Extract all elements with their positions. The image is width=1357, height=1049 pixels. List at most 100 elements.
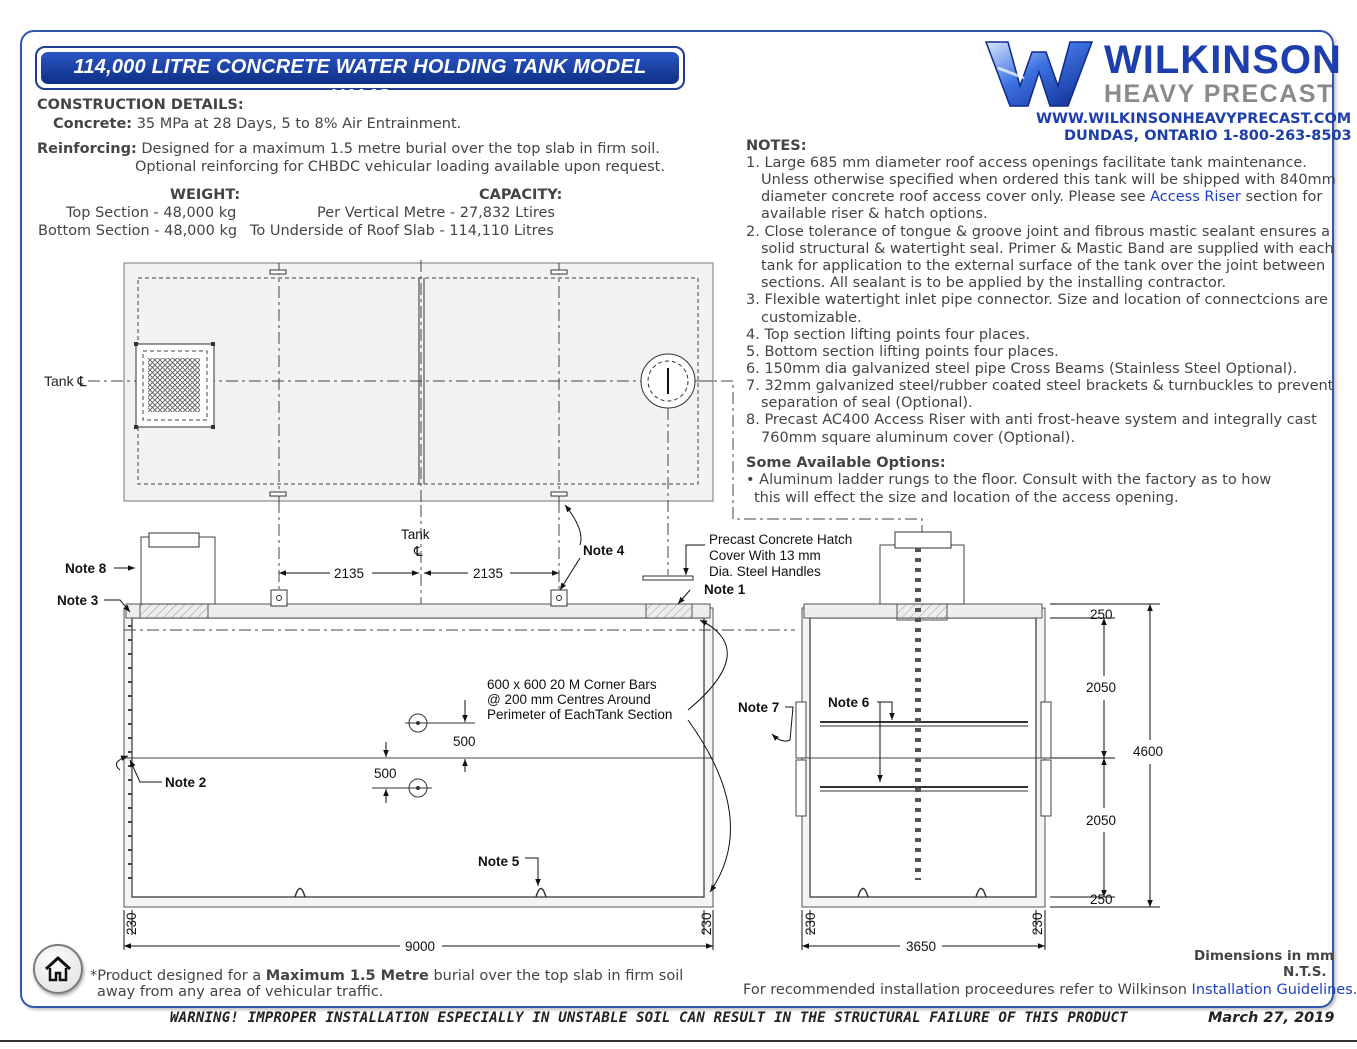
dim-250-bottom: 250 [1090,892,1113,907]
weight-heading: WEIGHT: [170,187,241,203]
note-1-line4: available riser & hatch options. [761,206,988,222]
note-2-label: Note 2 [165,775,206,790]
leader-lines [104,504,895,893]
dim-230-elev-right: 230 [699,912,714,935]
corner-bars-line1: 600 x 600 20 M Corner Bars [487,677,657,692]
corner-bars-line2: @ 200 mm Centres Around [487,692,651,707]
dim-500-upper: 500 [453,734,476,749]
dimension-lines [123,570,1160,950]
tank-cl-label: Tank ℄ [44,373,86,389]
drawing-date: March 27, 2019 [1208,1010,1335,1026]
note-7-line1: 7. 32mm galvanized steel/rubber coated s… [746,378,1334,394]
note-4: 4. Top section lifting points four place… [746,327,1031,343]
product-note-line2: away from any area of vehicular traffic. [97,984,384,1000]
dim-9000: 9000 [405,939,435,954]
bottom-rule [0,1040,1357,1042]
dim-230-sect-left: 230 [803,912,818,935]
note-1-line3a: diameter concrete roof access cover only… [761,189,1151,205]
dimensions-note: Dimensions in mm [1194,948,1335,964]
section-view [795,531,1052,908]
note-2-line1: 2. Close tolerance of tongue & groove jo… [746,224,1331,240]
concrete-value: 35 MPa at 28 Days, 5 to 8% Air Entrainme… [136,116,462,132]
note-3-label: Note 3 [57,593,99,608]
note-7-line2: separation of seal (Optional). [761,395,973,411]
product-note-a: *Product designed for a [90,968,266,984]
note-4-label: Note 4 [583,543,625,558]
note-8-line1: 8. Precast AC400 Access Riser with anti … [746,412,1317,428]
note-1-line3b: section for [1240,189,1323,205]
options-line1: • Aluminum ladder rungs to the floor. Co… [746,472,1272,488]
note-8-line2: 760mm square aluminum cover (Optional). [761,430,1076,446]
options-line2: this will effect the size and location o… [754,490,1179,506]
dim-2050-upper: 2050 [1086,680,1116,695]
note-3-line2: customizable. [761,310,862,326]
brand-address: DUNDAS, ONTARIO 1-800-263-8503 [1064,128,1352,144]
home-button[interactable] [33,944,83,994]
brand-subname: HEAVY PRECAST [1104,80,1334,108]
page-frame [20,30,1334,1008]
weight-top: Top Section - 48,000 kg [66,205,237,221]
note-2-line3: tank for application to the external sur… [761,258,1326,274]
note-2-line2: solid structural & watertight seal. Prim… [761,241,1334,257]
note-1-label: Note 1 [704,582,746,597]
note-5-label: Note 5 [478,854,520,869]
install-text-end: . [1352,982,1357,998]
note-1-line1: 1. Large 685 mm diameter roof access ope… [746,155,1307,171]
hatch-label-line3: Dia. Steel Handles [709,564,821,579]
capacity-underside: To Underside of Roof Slab - 114,110 Litr… [250,223,554,239]
reinforcing-label: Reinforcing: [37,141,137,157]
dim-2050-lower: 2050 [1086,813,1116,828]
concrete-label: Concrete: [53,116,133,132]
page-title: 114,000 LITRE CONCRETE WATER HOLDING TAN… [41,52,679,108]
title-banner: 114,000 LITRE CONCRETE WATER HOLDING TAN… [35,46,685,108]
reinforcing-line2: Optional reinforcing for CHBDC vehicular… [135,159,665,175]
note-3-line1: 3. Flexible watertight inlet pipe connec… [746,292,1328,308]
dim-2135-left: 2135 [334,566,364,581]
centerline-symbol: ℄ [413,544,423,559]
plan-view [88,260,714,505]
capacity-per-metre: Per Vertical Metre - 27,832 Ltires [317,205,555,221]
reinforcing-spec: Reinforcing: Designed for a maximum 1.5 … [37,140,660,158]
dim-3650: 3650 [906,939,936,954]
nts-note: N.T.S. [1283,964,1327,980]
install-text: For recommended installation proceedures… [743,982,1192,998]
dim-500-lower: 500 [374,766,397,781]
wilkinson-logo-icon [984,41,1094,107]
dim-230-elev-left: 230 [124,912,139,935]
hatch-label-line2: Cover With 13 mm [709,548,821,563]
construction-heading: CONSTRUCTION DETAILS: [37,97,244,113]
notes-heading: NOTES: [746,138,807,154]
elevation-view [123,532,795,908]
corner-bars-line3: Perimeter of EachTank Section [487,707,672,722]
access-riser-link[interactable]: Access Riser [1150,189,1241,205]
options-heading: Some Available Options: [746,455,946,471]
note-1-line2: Unless otherwise specified when ordered … [761,172,1336,188]
dim-230-sect-right: 230 [1030,912,1045,935]
install-guidelines-text: For recommended installation proceedures… [743,981,1357,999]
product-note-bold: Maximum 1.5 Metre [265,968,429,984]
capacity-heading: CAPACITY: [479,187,563,203]
tank-label: Tank [401,527,430,542]
dim-4600: 4600 [1133,744,1163,759]
dim-250-top: 250 [1090,607,1113,622]
concrete-spec: Concrete: 35 MPa at 28 Days, 5 to 8% Air… [53,115,461,133]
brand-name: WILKINSON [1104,38,1342,82]
reinforcing-line1: Designed for a maximum 1.5 metre burial … [141,141,660,157]
product-note-line1: *Product designed for a Maximum 1.5 Metr… [90,967,683,985]
dim-2135-right: 2135 [473,566,503,581]
note-8-label: Note 8 [65,561,107,576]
weight-bottom: Bottom Section - 48,000 kg [38,223,238,239]
warning-text: WARNING! IMPROPER INSTALLATION ESPECIALL… [170,1010,1128,1026]
note-6: 6. 150mm dia galvanized steel pipe Cross… [746,361,1298,377]
home-icon [44,956,72,982]
note-6-label: Note 6 [828,695,870,710]
note-7-label: Note 7 [738,700,779,715]
website-link[interactable]: WWW.WILKINSONHEAVYPRECAST.COM [1036,111,1352,127]
installation-guidelines-link[interactable]: Installation Guidelines [1191,982,1353,998]
note-2-line4: sections. All sealant is to be applied b… [761,275,1227,291]
note-5: 5. Bottom section lifting points four pl… [746,344,1059,360]
hatch-label-line1: Precast Concrete Hatch [709,532,852,547]
note-1-line3: diameter concrete roof access cover only… [761,189,1322,206]
product-note-b: burial over the top slab in firm soil [428,968,684,984]
